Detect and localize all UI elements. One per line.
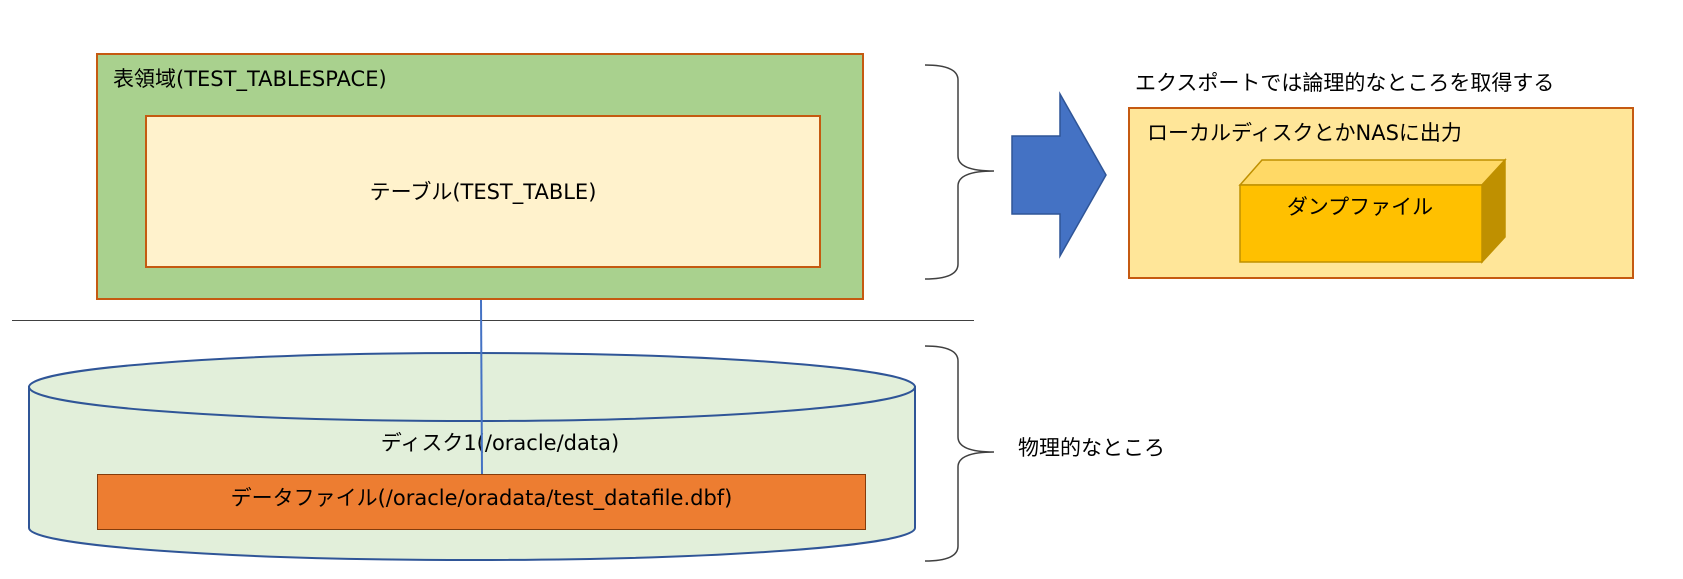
tablespace-label: 表領域(TEST_TABLESPACE) — [113, 67, 387, 91]
logical-brace — [924, 64, 995, 280]
connector-line — [480, 299, 483, 475]
datafile-box — [97, 474, 866, 530]
dump-file-top — [1238, 159, 1507, 186]
separator-line — [12, 320, 974, 321]
local-output-label: ローカルディスクとかNASに出力 — [1147, 121, 1462, 145]
dump-file-block — [1238, 158, 1507, 264]
disk-top — [28, 352, 916, 422]
dump-file-label: ダンプファイル — [1286, 195, 1434, 219]
export-caption: エクスポートでは論理的なところを取得する — [1135, 71, 1555, 95]
physical-caption: 物理的なところ — [1018, 436, 1165, 460]
arrow-right-icon — [1011, 91, 1107, 259]
disk-label: ディスク1(/oracle/data) — [380, 431, 620, 455]
table-label: テーブル(TEST_TABLE) — [369, 180, 597, 204]
table-box — [145, 115, 821, 268]
physical-brace — [924, 345, 995, 562]
datafile-label: データファイル(/oracle/oradata/test_datafile.db… — [230, 486, 733, 510]
dump-file-front — [1239, 184, 1483, 263]
